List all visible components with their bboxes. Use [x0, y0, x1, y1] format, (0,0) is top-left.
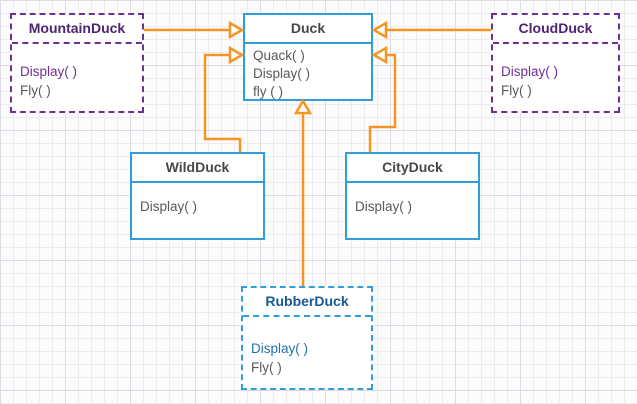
method-display: Display( ): [251, 341, 309, 356]
class-box-cloudduck[interactable]: CloudDuck Display( ) Fly( ): [491, 13, 620, 113]
class-methods-rubberduck: Display( ) Fly( ): [243, 317, 371, 377]
class-box-wildduck[interactable]: WildDuck Display( ): [130, 152, 265, 240]
inheritance-arrowhead-icon: [293, 98, 313, 115]
class-title-rubberduck: RubberDuck: [243, 288, 371, 317]
class-title-cityduck: CityDuck: [347, 154, 478, 183]
method-display: Display( ): [140, 199, 198, 214]
method-fly: Fly( ): [501, 83, 532, 98]
class-methods-wildduck: Display( ): [132, 183, 263, 216]
inheritance-arrowhead-icon: [228, 20, 245, 40]
class-methods-cityduck: Display( ): [347, 183, 478, 216]
arrow-cityduck-to-duck[interactable]: [368, 45, 397, 152]
method-fly: fly ( ): [253, 84, 283, 99]
inheritance-arrowhead-icon: [371, 20, 388, 40]
inheritance-arrowhead-icon: [371, 45, 388, 65]
class-title-duck: Duck: [245, 15, 371, 44]
inheritance-arrowhead-icon: [228, 45, 245, 65]
class-box-cityduck[interactable]: CityDuck Display( ): [345, 152, 480, 240]
method-fly: Fly( ): [251, 360, 282, 375]
class-title-cloudduck: CloudDuck: [493, 15, 618, 44]
method-display: Display( ): [253, 66, 311, 81]
arrow-wildduck-to-duck[interactable]: [203, 45, 245, 152]
method-display: Display( ): [501, 64, 559, 79]
method-display: Display( ): [355, 199, 413, 214]
method-display: Display( ): [20, 64, 78, 79]
class-methods-mountainduck: Display( ) Fly( ): [12, 44, 142, 100]
class-methods-cloudduck: Display( ) Fly( ): [493, 44, 618, 100]
class-box-mountainduck[interactable]: MountainDuck Display( ) Fly( ): [10, 13, 144, 113]
arrow-cloudduck-to-duck[interactable]: [371, 20, 491, 40]
class-box-rubberduck[interactable]: RubberDuck Display( ) Fly( ): [241, 286, 373, 390]
method-quack: Quack( ): [253, 48, 305, 63]
class-methods-duck: Quack( ) Display( ) fly ( ): [245, 44, 371, 101]
class-title-wildduck: WildDuck: [132, 154, 263, 183]
arrow-rubberduck-to-duck[interactable]: [293, 98, 313, 286]
class-box-duck[interactable]: Duck Quack( ) Display( ) fly ( ): [243, 13, 373, 101]
arrow-mountainduck-to-duck[interactable]: [144, 20, 245, 40]
method-fly: Fly( ): [20, 83, 51, 98]
class-title-mountainduck: MountainDuck: [12, 15, 142, 44]
